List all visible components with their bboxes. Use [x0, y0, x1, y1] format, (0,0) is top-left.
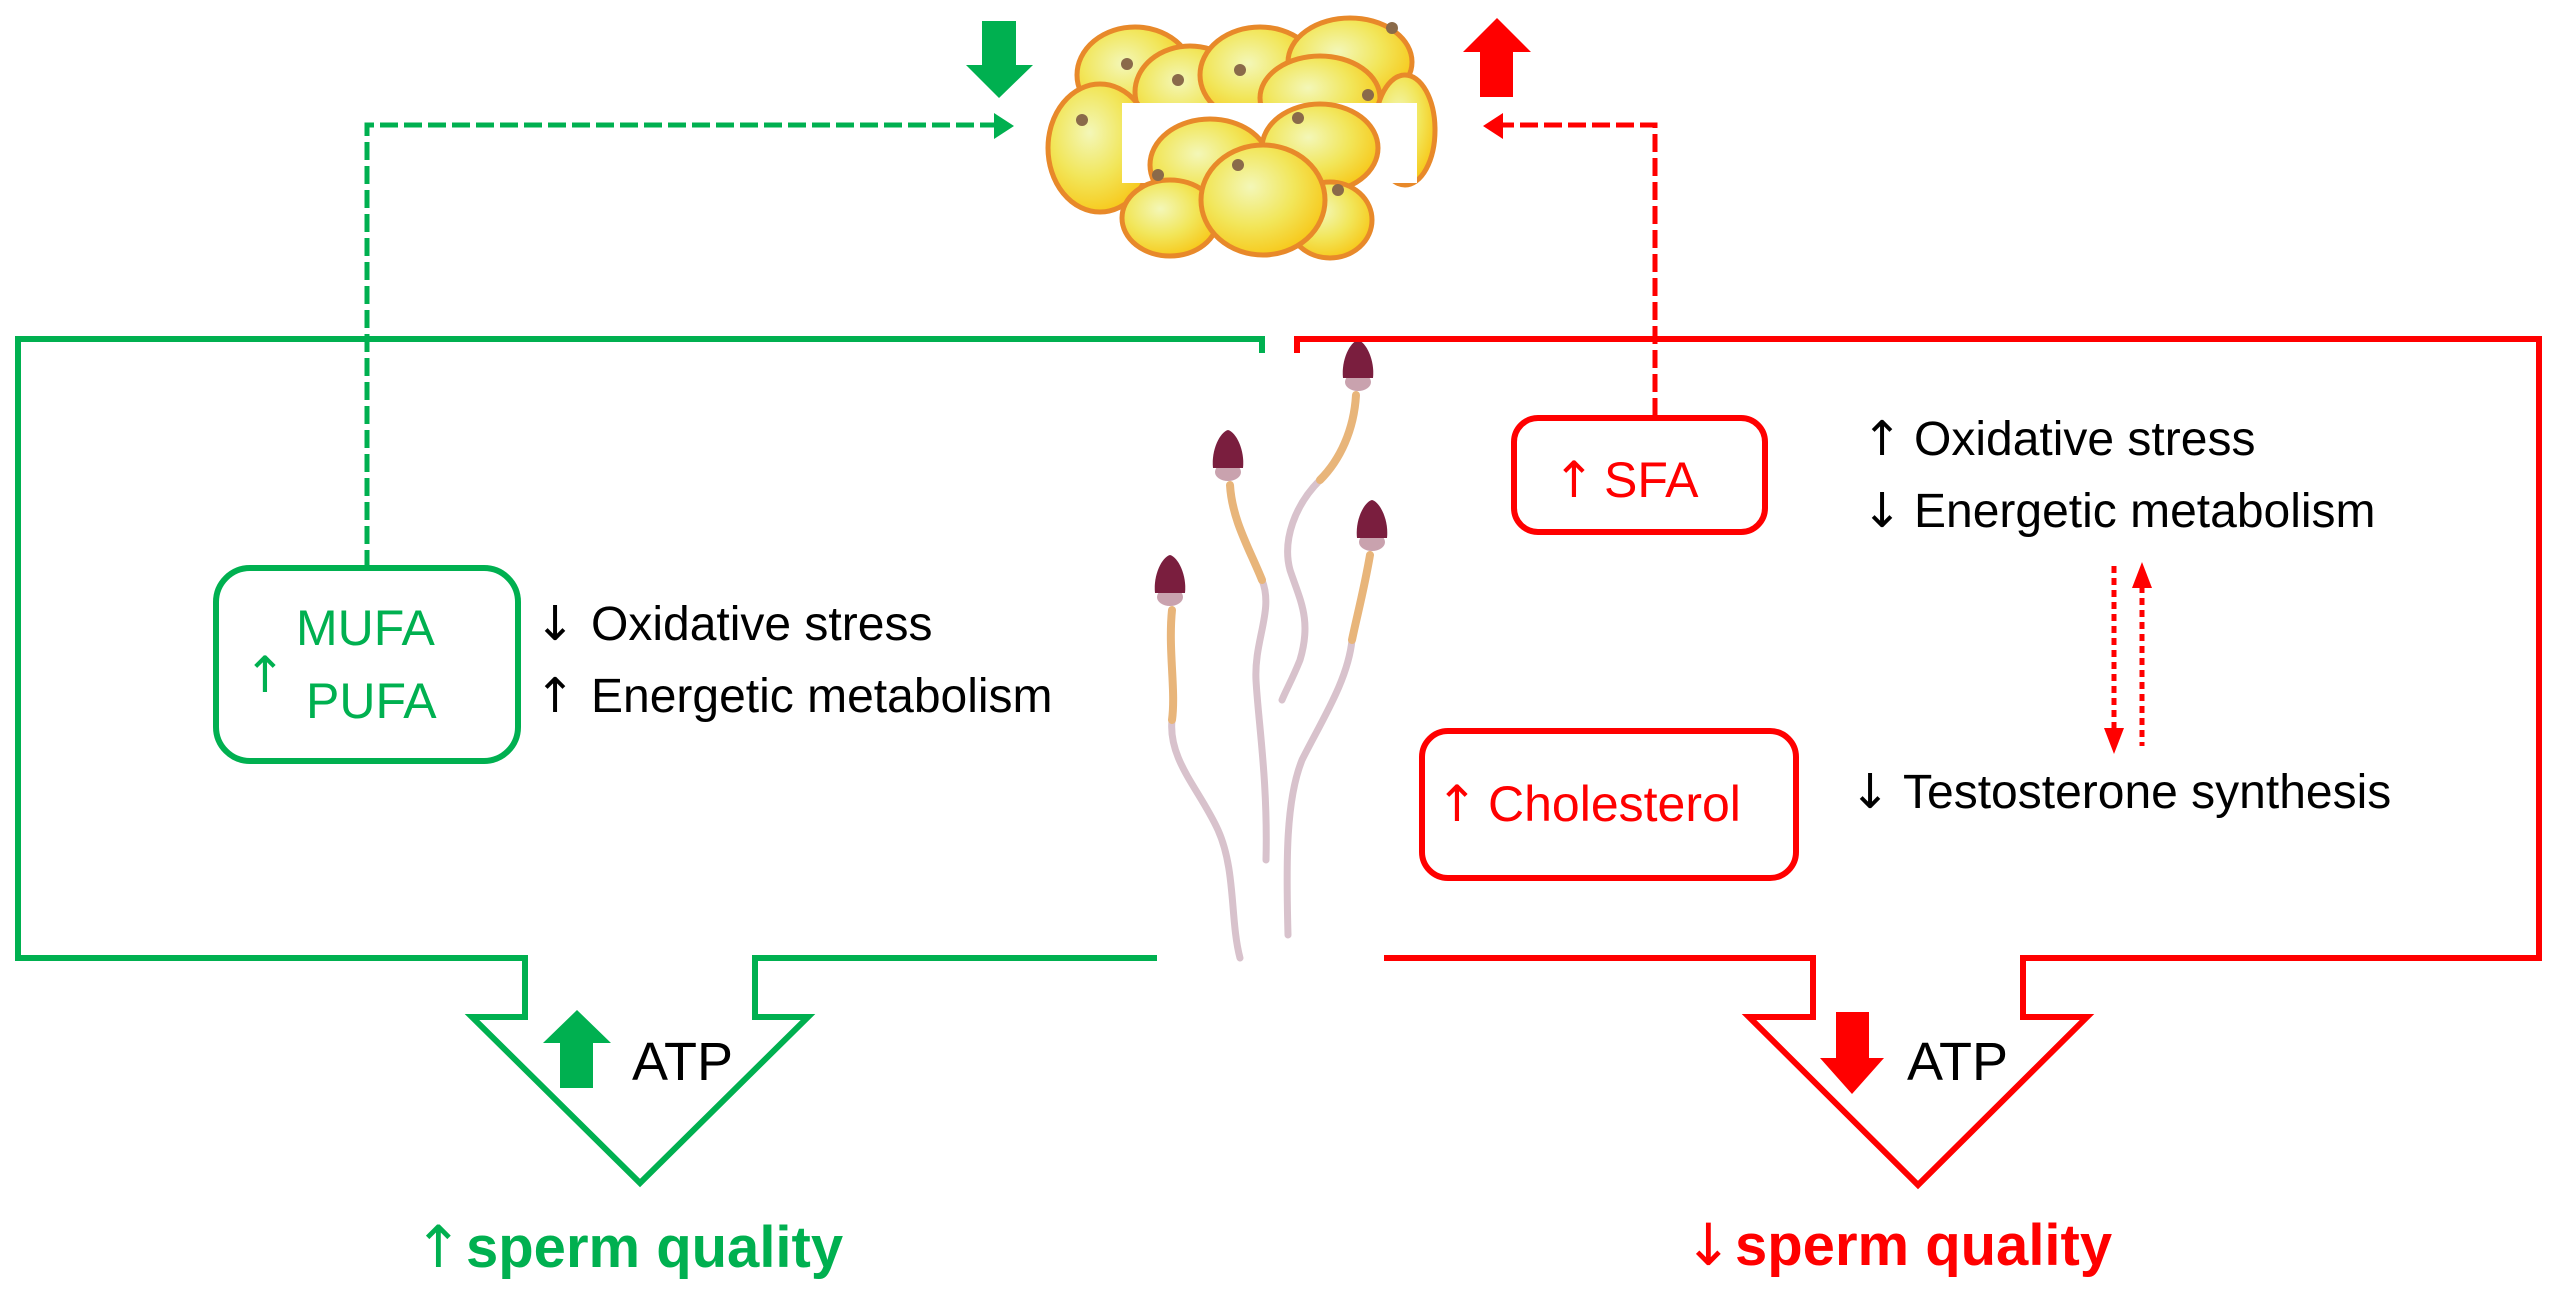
spermatozoon-2 [1212, 430, 1270, 864]
testosterone-synthesis-label: Testosterone synthesis [1903, 766, 2391, 819]
beneficial-panel: ↑ MUFA PUFA ↓ Oxidative stress ↑ Energet… [15, 336, 1265, 1281]
sperm-head [1342, 340, 1374, 378]
harmful-panel: ↑ SFA ↑ Oxidative stress ↓ Energetic met… [1294, 336, 2542, 1279]
sfa-to-fat-connector [1483, 113, 1658, 416]
sperm-head [1212, 430, 1244, 468]
metabolism-testosterone-link [2104, 562, 2152, 754]
oxidative-stress-label: Oxidative stress [591, 598, 932, 651]
cholesterol-box [1419, 728, 1799, 881]
testosterone-arrow-icon: ↓ [1850, 764, 1890, 820]
mufa-pufa-arrow-icon: ↑ [244, 646, 286, 704]
sperm-midpiece [1348, 551, 1374, 644]
atp-increase-arrow-icon [543, 1010, 611, 1088]
spermatozoon-1 [1154, 555, 1244, 962]
mufa-pufa-box [213, 565, 521, 764]
quality-increase-arrow-icon: ↑ [414, 1213, 463, 1281]
quality-decrease-arrow-icon: ↓ [1684, 1211, 1733, 1279]
sperm-midpiece [1316, 391, 1360, 484]
energetic-metabolism-label: Energetic metabolism [591, 670, 1053, 723]
connector-arrowhead-icon [994, 113, 1014, 139]
sfa-oxidative-stress-arrow-icon: ↑ [1862, 411, 1902, 467]
sfa-energetic-metabolism-arrow-icon: ↓ [1862, 483, 1902, 539]
mufa-label: MUFA [296, 600, 436, 656]
atp-label-harmful: ATP [1907, 1032, 2008, 1092]
fat-increase-arrow-icon [1463, 18, 1531, 97]
harmful-frame [1294, 336, 2542, 1190]
sperm-midpiece [1166, 606, 1178, 724]
spermatozoon-3 [1278, 340, 1374, 704]
sfa-label: SFA [1604, 452, 1699, 508]
link-up-arrowhead-icon [2132, 562, 2152, 588]
cholesterol-arrow-icon: ↑ [1436, 775, 1478, 833]
link-down-arrowhead-icon [2104, 728, 2124, 754]
fat-decrease-arrow-icon [966, 21, 1033, 98]
atp-label: ATP [632, 1032, 733, 1092]
sperm-tail [1167, 606, 1244, 962]
fat-cell-cluster-center [1119, 101, 1381, 261]
sfa-arrow-icon: ↑ [1553, 451, 1595, 509]
cholesterol-label: Cholesterol [1488, 776, 1741, 832]
energetic-metabolism-arrow-icon: ↑ [535, 668, 575, 724]
adipose-tissue-image [1045, 15, 1438, 261]
spermatozoon-4 [1283, 500, 1388, 939]
sperm-quality-increase-label: sperm quality [466, 1215, 843, 1280]
pufa-label: PUFA [306, 673, 437, 729]
sperm-midpiece [1226, 481, 1266, 584]
spermatozoa-image [1154, 340, 1388, 962]
oxidative-stress-arrow-icon: ↓ [535, 596, 575, 652]
sfa-box [1511, 415, 1768, 535]
mufa-to-fat-connector [364, 113, 1014, 568]
atp-decrease-arrow-icon [1820, 1012, 1884, 1094]
sperm-quality-decrease-label: sperm quality [1735, 1213, 2112, 1278]
sfa-oxidative-stress-label: Oxidative stress [1914, 413, 2255, 466]
connector-arrowhead-icon [1483, 113, 1503, 139]
sperm-head [1154, 555, 1186, 593]
sfa-energetic-metabolism-label: Energetic metabolism [1914, 485, 2376, 538]
beneficial-frame [15, 336, 1265, 1188]
sperm-head [1356, 500, 1388, 538]
